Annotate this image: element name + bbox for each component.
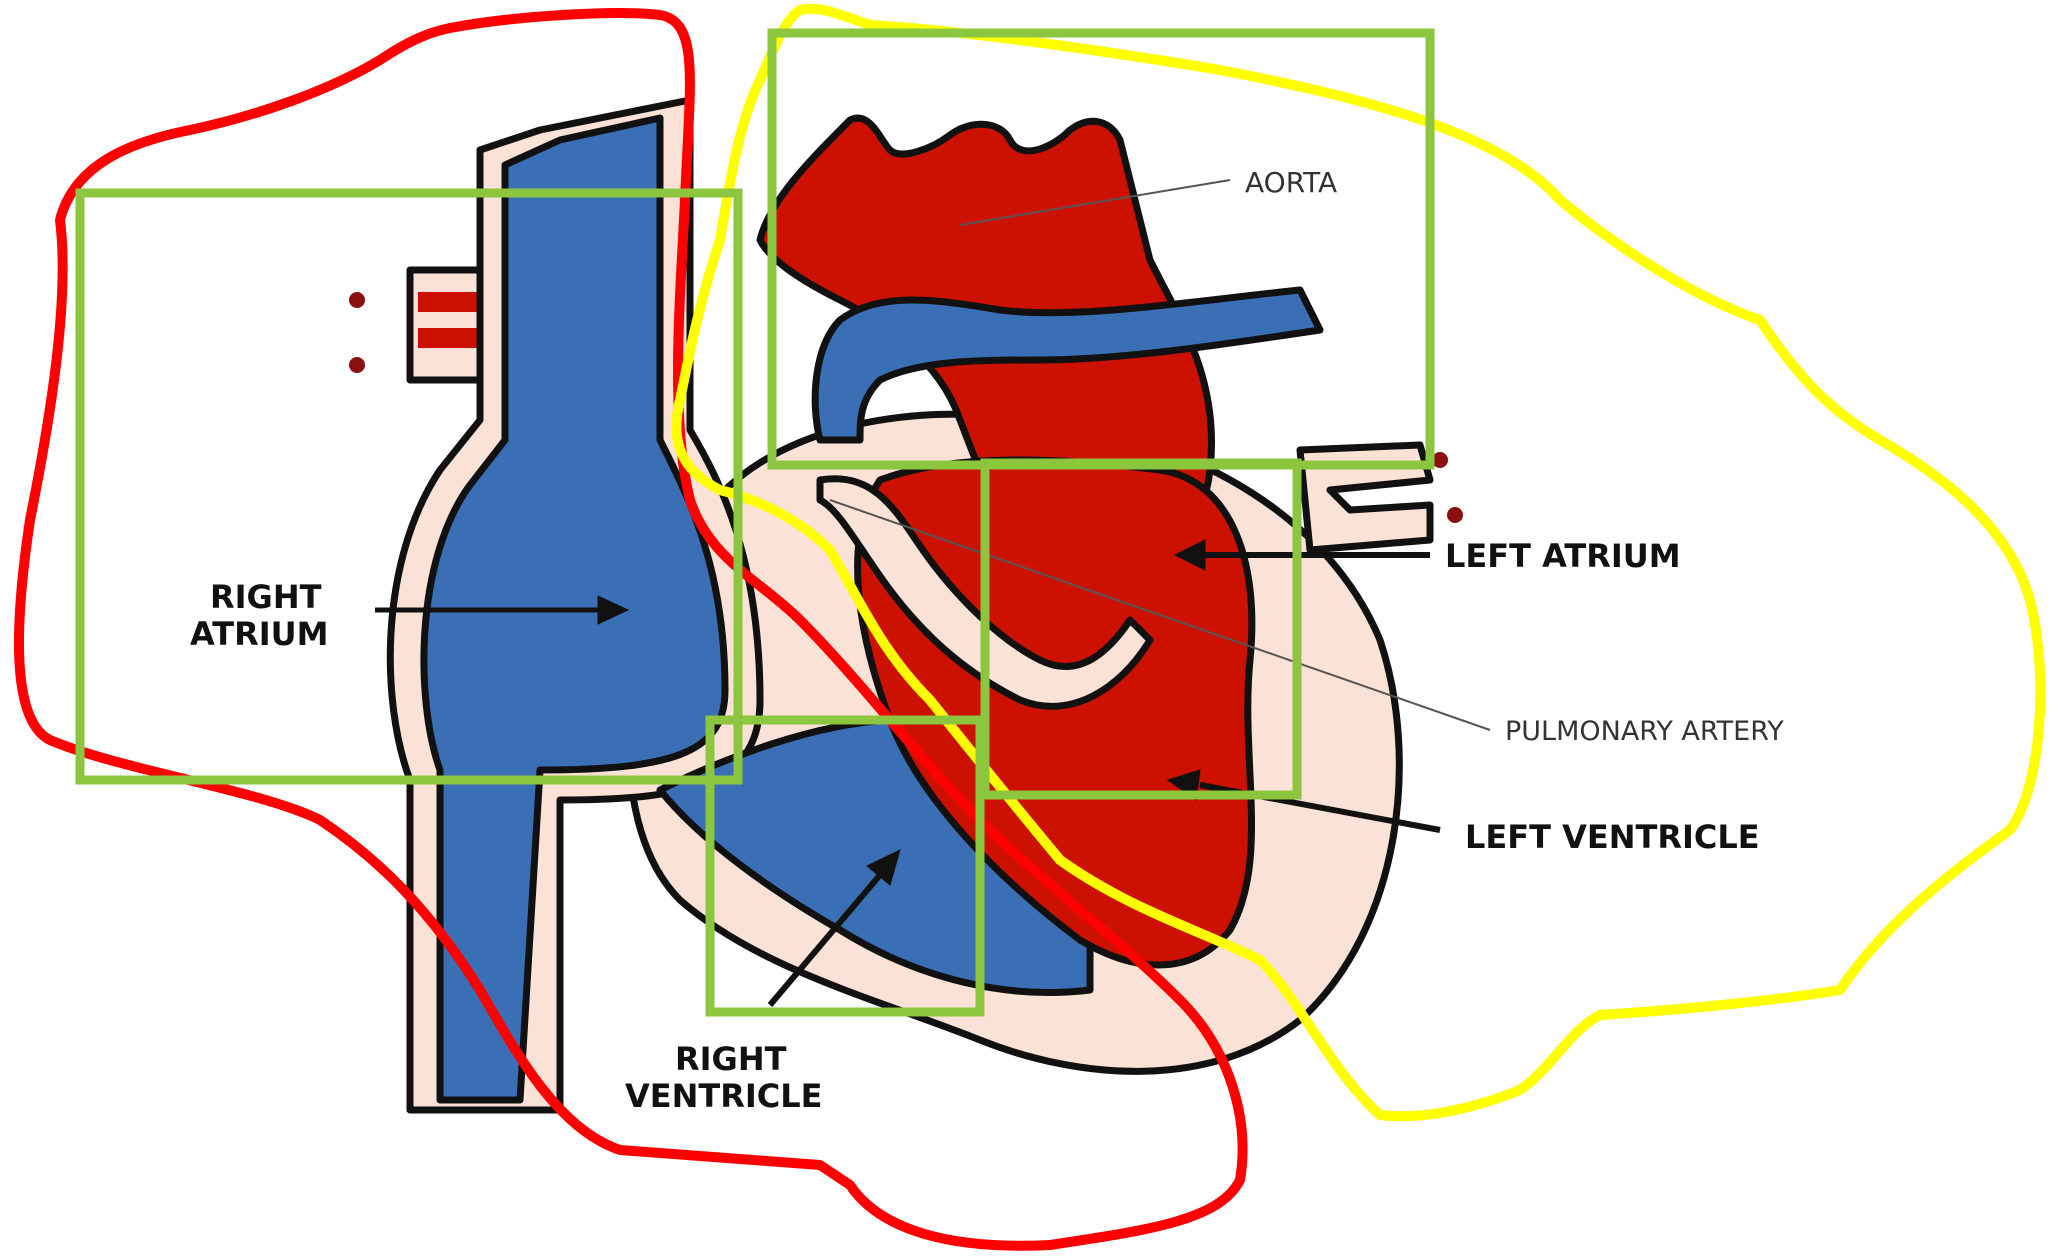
pulmonary-vein-stripe-1 [418, 292, 484, 312]
label-pulmonary-artery: PULMONARY ARTERY [1505, 716, 1784, 747]
label-right-ventricle-line2: VENTRICLE [625, 1077, 823, 1115]
pulmonary-vein-stripe-2 [418, 328, 484, 348]
blood-dot-1 [349, 292, 365, 308]
heart-illustration [390, 100, 1430, 1110]
blood-dot-4 [1447, 507, 1463, 523]
label-left-atrium: LEFT ATRIUM [1445, 537, 1681, 575]
label-right-ventricle-line1: RIGHT [675, 1040, 787, 1078]
label-left-ventricle: LEFT VENTRICLE [1465, 818, 1760, 856]
blood-dot-2 [349, 357, 365, 373]
label-aorta: AORTA [1245, 166, 1337, 199]
label-right-atrium-line1: RIGHT [210, 578, 322, 616]
label-right-atrium-line2: ATRIUM [190, 615, 328, 653]
